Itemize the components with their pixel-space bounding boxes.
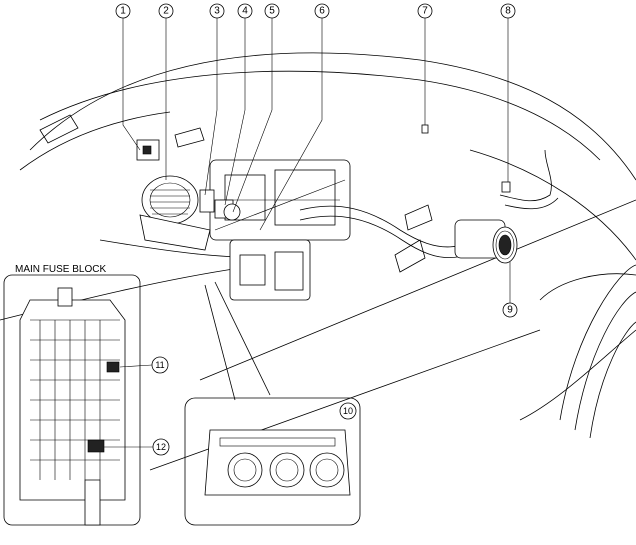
callout-5: 5 [264,3,280,19]
callout-2-label: 2 [163,6,169,17]
sensor-7 [421,124,429,134]
ac-compressor [454,219,518,264]
callout-7: 7 [417,3,433,19]
callout-11: 11 [151,356,169,374]
callout-8: 8 [500,3,516,19]
callout-1-label: 1 [120,6,126,17]
callout-7-label: 7 [422,6,428,17]
climate-control-inset [184,397,361,526]
callout-1: 1 [115,3,131,19]
fuse-block-inset: MAIN FUSE BLOCK [3,264,141,526]
callout-11-label: 11 [155,360,164,370]
component-3-5 [199,189,241,221]
callout-5-label: 5 [269,6,275,17]
leader-lines [104,18,511,448]
callout-2: 2 [158,3,174,19]
refrigerant-pipe [499,149,559,210]
fuse-block-title: MAIN FUSE BLOCK [15,264,106,275]
callout-12: 12 [152,438,170,456]
callout-10-label: 10 [343,406,353,416]
callout-8-label: 8 [505,6,511,17]
callout-3: 3 [209,3,225,19]
callout-12-label: 12 [156,442,166,452]
callout-4: 4 [237,3,253,19]
component-1 [136,139,160,161]
callout-4-label: 4 [242,6,248,17]
callout-6-label: 6 [319,6,325,17]
callout-10: 10 [339,402,357,420]
callout-6: 6 [314,3,330,19]
callout-9-label: 9 [507,305,513,316]
callout-3-label: 3 [214,6,220,17]
callout-9: 9 [502,302,518,318]
blower-motor [139,175,211,251]
inset-pointer [204,281,271,401]
